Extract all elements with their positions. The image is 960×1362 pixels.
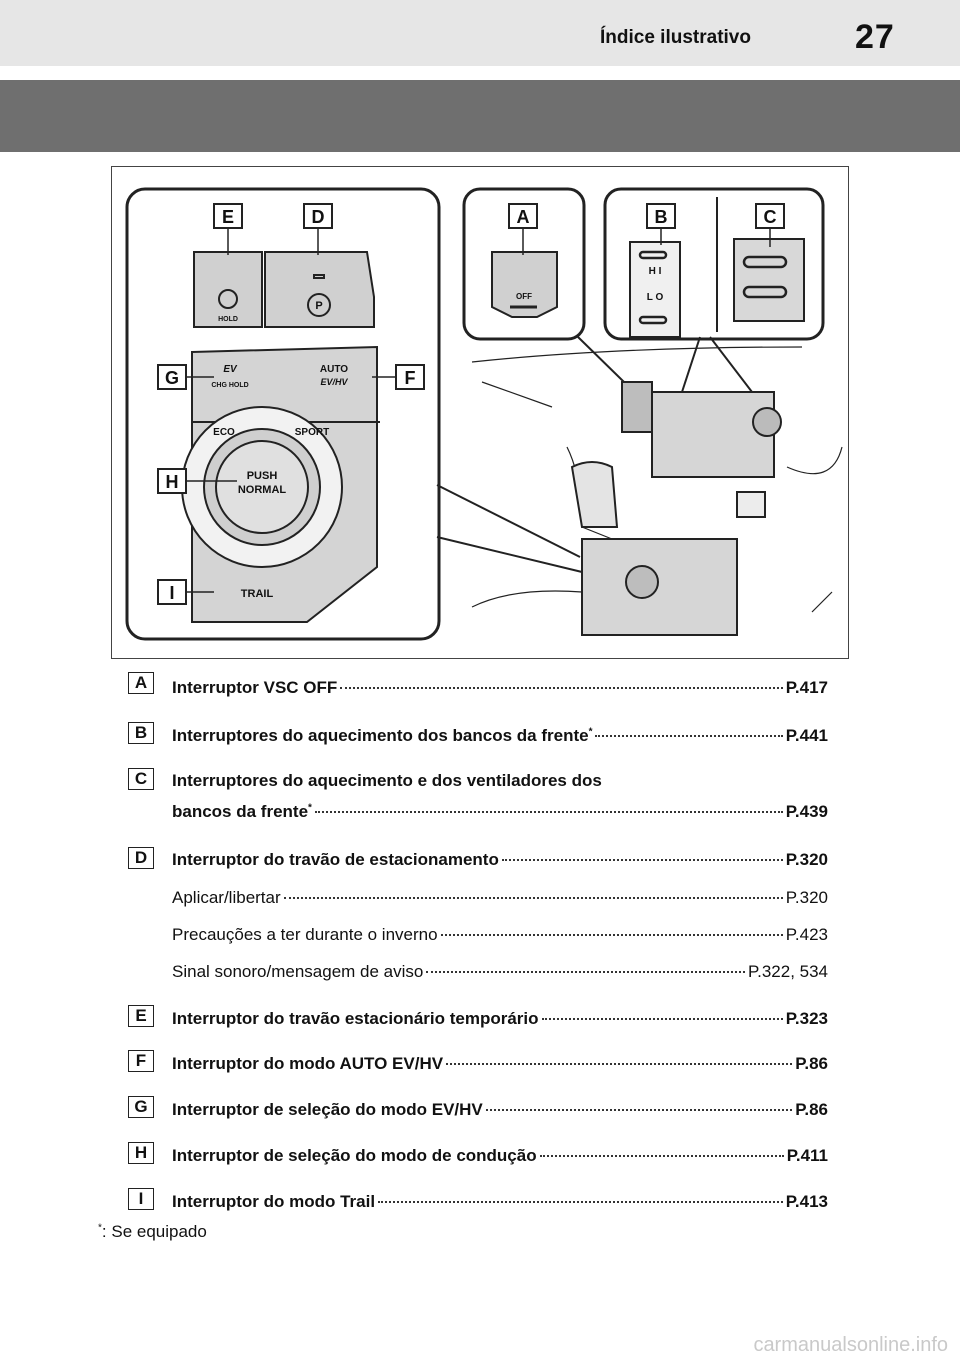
vsc-off-label: OFF (516, 292, 532, 301)
hi-label: H I (649, 266, 662, 277)
chg-hold-label: CHG HOLD (211, 382, 248, 389)
ev-label: EV (223, 364, 238, 375)
ev-hv-label: EV/HV (320, 377, 348, 387)
callout-c: C (764, 207, 777, 227)
footnote: *: Se equipado (98, 1222, 207, 1242)
section-title: Índice ilustrativo (600, 27, 751, 48)
item-line[interactable]: Interruptor do travão estacionário tempo… (172, 1009, 828, 1028)
badge-h: H (128, 1142, 154, 1164)
badge-e: E (128, 1005, 154, 1027)
callout-h: H (166, 472, 179, 492)
trail-label: TRAIL (241, 588, 274, 600)
badge-c: C (128, 768, 154, 790)
console-illustration-svg: E D A B C G F H I HOLD P OFF H I L O EV … (125, 187, 843, 641)
parking-label: P (315, 300, 322, 312)
auto-label: AUTO (320, 364, 348, 375)
badge-a: A (128, 672, 154, 694)
item-line[interactable]: Interruptor de seleção do modo de conduç… (172, 1146, 828, 1165)
badge-g: G (128, 1096, 154, 1118)
badge-f: F (128, 1050, 154, 1072)
callout-f: F (405, 368, 416, 388)
header-bar (0, 0, 960, 66)
footnote-text: : Se equipado (101, 1222, 207, 1241)
callout-d: D (312, 207, 325, 227)
item-line[interactable]: Interruptores do aquecimento dos bancos … (172, 726, 828, 745)
section-band (0, 80, 960, 152)
normal-label: NORMAL (238, 484, 287, 496)
eco-label: ECO (213, 427, 235, 438)
push-label: PUSH (247, 470, 278, 482)
watermark: carmanualsonline.info (753, 1334, 948, 1356)
hold-label: HOLD (218, 316, 238, 323)
badge-i: I (128, 1188, 154, 1210)
page-number: 27 (855, 18, 895, 56)
callout-b: B (655, 207, 668, 227)
footnote-mark: * (98, 1222, 102, 1234)
callout-e: E (222, 207, 234, 227)
badge-d: D (128, 847, 154, 869)
lo-label: L O (647, 292, 664, 303)
callout-g: G (165, 368, 179, 388)
item-line[interactable]: bancos da frente*P.439 (172, 802, 828, 821)
callout-i: I (169, 583, 174, 603)
badge-b: B (128, 722, 154, 744)
callout-a: A (517, 207, 530, 227)
console-illustration: E D A B C G F H I HOLD P OFF H I L O EV … (111, 166, 849, 659)
sport-label: SPORT (295, 427, 329, 438)
item-line: Interruptores do aquecimento e dos venti… (172, 771, 602, 790)
